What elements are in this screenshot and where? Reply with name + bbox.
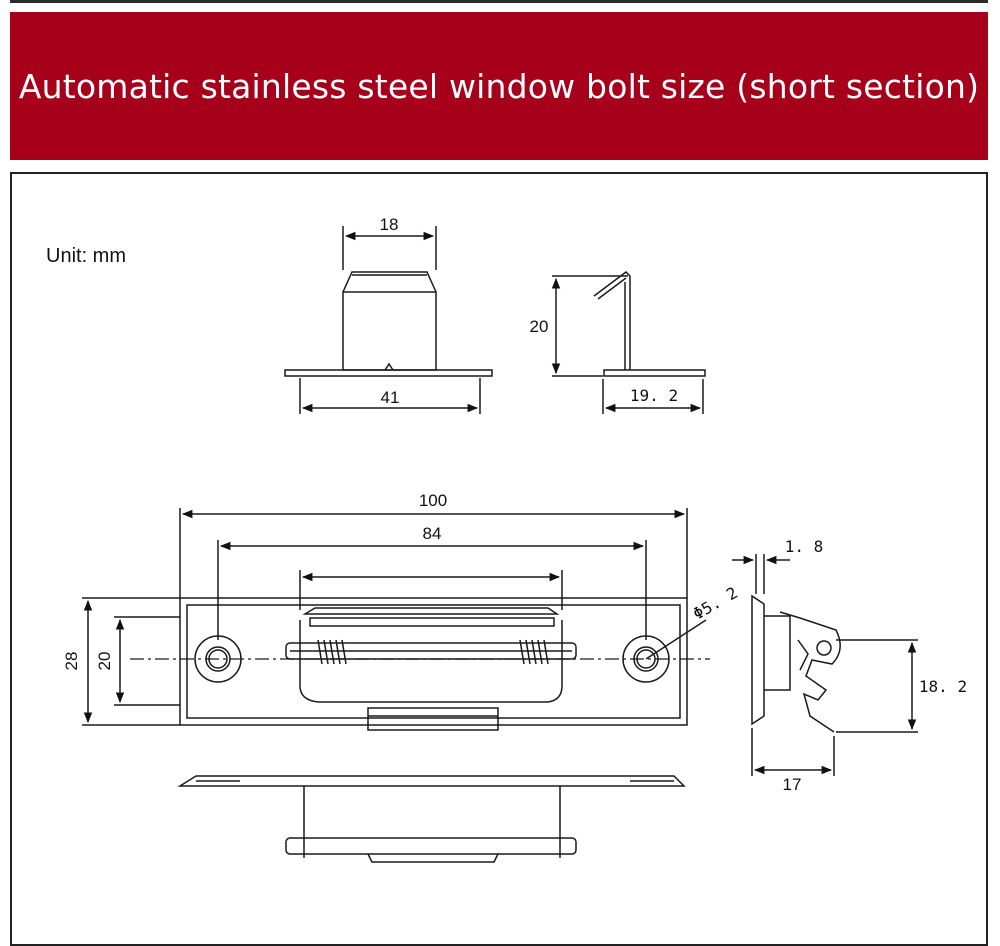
title-banner: Automatic stainless steel window bolt si… [10, 12, 988, 160]
dim-inner-height: 20 [95, 652, 114, 671]
dim-side-depth: 18. 2 [919, 677, 967, 696]
top-front-view [284, 226, 493, 414]
dim-side-length: 17 [783, 775, 802, 794]
dim-side-height: 20 [530, 317, 549, 336]
dim-hole-diameter: Φ5. 2 [690, 583, 741, 624]
dim-overall-length: 100 [419, 491, 447, 510]
dim-side-base: 19. 2 [630, 386, 678, 405]
dim-plate-height: 28 [62, 652, 81, 671]
dim-hole-spacing: 84 [423, 524, 442, 543]
top-border-line [10, 0, 988, 3]
main-plan-view [82, 508, 710, 731]
dim-base-width: 41 [381, 388, 400, 407]
banner-title: Automatic stainless steel window bolt si… [18, 66, 980, 106]
right-side-profile [732, 554, 918, 776]
top-side-view [551, 271, 706, 414]
dim-top-width: 18 [380, 215, 399, 234]
drawing-frame [10, 172, 988, 946]
bottom-elevation-view [177, 775, 686, 863]
unit-label: Unit: mm [46, 245, 126, 267]
dim-thickness: 1. 8 [785, 537, 824, 556]
